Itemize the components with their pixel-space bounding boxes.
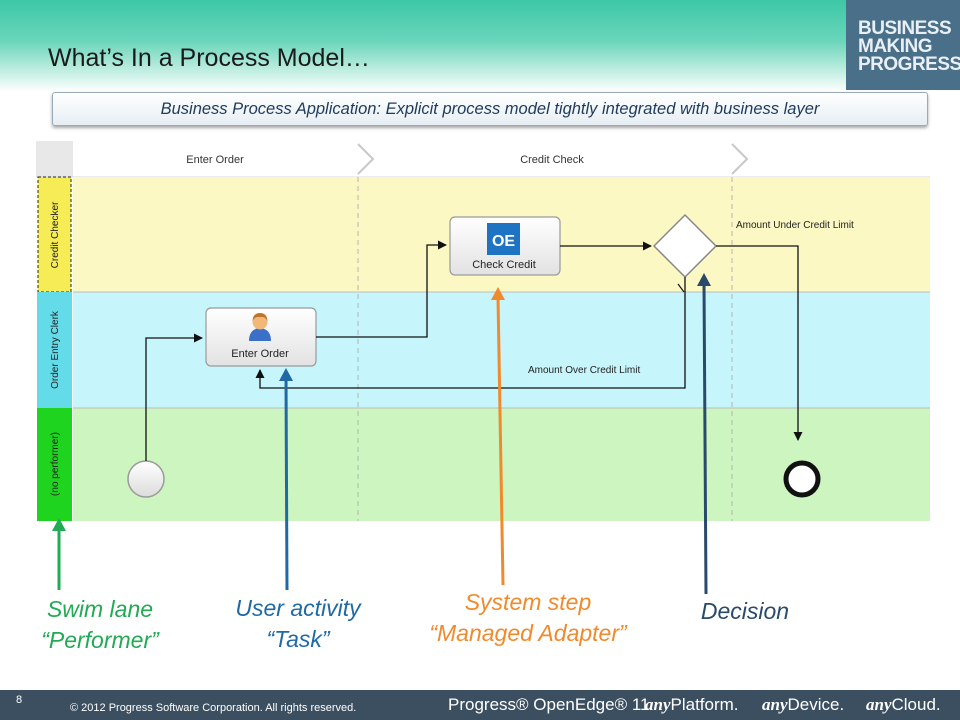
tagline-device: anyDevice. <box>762 695 844 715</box>
lane-header-credit-checker[interactable] <box>37 176 72 293</box>
logo-line-1: BUSINESS <box>858 18 952 39</box>
flow-over-credit-limit <box>255 277 686 389</box>
header-banner: What’s In a Process Model… BUSINESS MAKI… <box>0 0 960 92</box>
tagline-platform: anyPlatform. <box>645 695 739 715</box>
tagline-cloud-prefix: any <box>866 695 892 714</box>
flow-start-to-enter-order <box>145 333 203 461</box>
page-number: 8 <box>16 694 23 706</box>
openedge-icon-text: OE <box>492 233 515 250</box>
user-icon <box>249 313 271 341</box>
flow-enter-order-to-check-credit <box>316 240 447 338</box>
logo-line-3: PROGRESS. <box>858 54 960 75</box>
check-credit-task[interactable]: OE Check Credit <box>449 216 561 276</box>
user-activity-callout-line-1: User activity <box>235 595 361 621</box>
progress-openedge-brand: Progress® OpenEdge® 11 <box>448 695 650 714</box>
process-diagram: Enter Order Credit Check Credit Checker … <box>36 141 930 521</box>
phase-label-credit-check: Credit Check <box>520 154 584 166</box>
over-credit-limit-label: Amount Over Credit Limit <box>528 365 640 376</box>
decision-callout: Decision <box>665 596 825 627</box>
lane-label-credit-checker: Credit Checker <box>50 201 61 268</box>
enter-order-task[interactable]: Enter Order <box>205 307 317 367</box>
tagline-cloud-word: Cloud. <box>891 695 941 714</box>
system-step-callout-line-2: “Managed Adapter” <box>429 620 627 646</box>
end-event[interactable] <box>783 460 821 498</box>
phase-header-row <box>36 141 930 177</box>
tagline-platform-prefix: any <box>645 695 671 714</box>
under-credit-limit-label: Amount Under Credit Limit <box>736 220 854 231</box>
tagline-platform-word: Platform. <box>670 695 739 714</box>
logo-line-2: MAKING <box>858 36 933 57</box>
phase-chevron-1 <box>357 143 375 175</box>
system-step-callout: System step “Managed Adapter” <box>392 587 664 649</box>
page-title: What’s In a Process Model… <box>48 44 370 72</box>
user-activity-callout: User activity “Task” <box>198 593 398 655</box>
business-making-progress-logo: BUSINESS MAKING PROGRESS. <box>846 0 960 90</box>
swim-lane-callout: Swim lane “Performer” <box>10 594 190 656</box>
copyright-text: © 2012 Progress Software Corporation. Al… <box>70 702 357 714</box>
lane-label-order-entry-clerk: Order Entry Clerk <box>50 310 61 389</box>
corner-cell <box>36 141 73 177</box>
openedge-icon <box>487 223 520 255</box>
check-credit-label: Check Credit <box>472 259 536 271</box>
system-step-callout-line-1: System step <box>464 589 592 615</box>
lane-label-no-performer: (no performer) <box>50 432 61 496</box>
subtitle-banner: Business Process Application: Explicit p… <box>52 92 928 126</box>
flow-under-credit-limit <box>716 245 803 441</box>
lane-order-entry-clerk <box>73 292 930 408</box>
tagline-device-prefix: any <box>762 695 788 714</box>
tagline-device-word: Device. <box>787 695 845 714</box>
lane-header-order-entry-clerk[interactable] <box>37 292 72 408</box>
swim-lane-callout-line-2: “Performer” <box>41 627 159 653</box>
swim-lane-callout-line-1: Swim lane <box>46 596 154 622</box>
lane-header-no-performer[interactable] <box>37 408 72 521</box>
start-event[interactable] <box>127 460 165 498</box>
footer-bar: 8 © 2012 Progress Software Corporation. … <box>0 690 960 720</box>
phase-chevron-2 <box>731 143 749 175</box>
user-activity-callout-line-2: “Task” <box>266 626 330 652</box>
process-diagram-svg: Enter Order Credit Check Credit Checker … <box>36 141 930 521</box>
tagline-cloud: anyCloud. <box>866 695 941 715</box>
phase-label-enter-order: Enter Order <box>186 154 244 166</box>
default-flow-marker <box>677 283 685 293</box>
decision-callout-line-1: Decision <box>700 598 790 624</box>
enter-order-label: Enter Order <box>231 348 289 360</box>
